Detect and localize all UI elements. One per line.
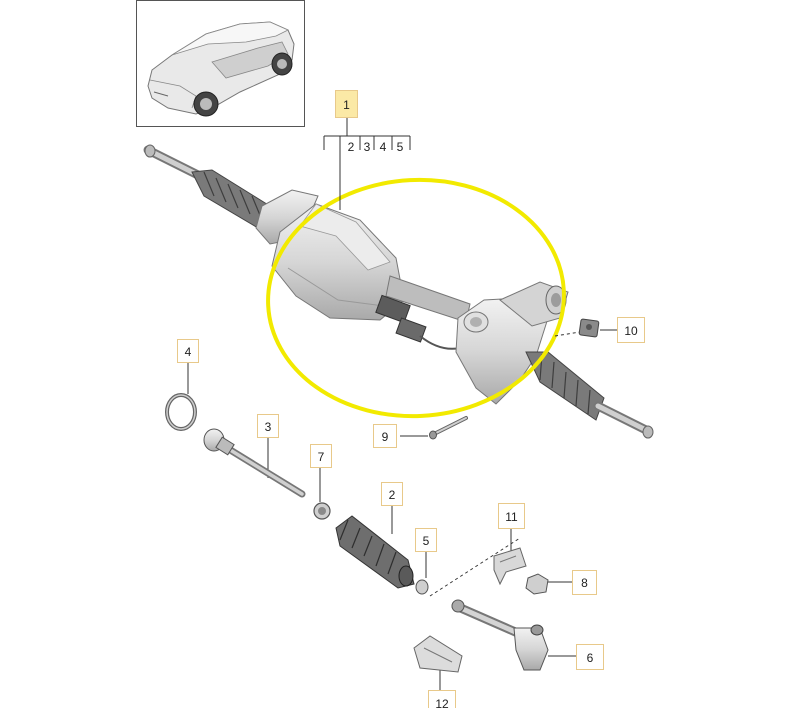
boot-gaiter[interactable] xyxy=(335,515,415,589)
callout-1[interactable]: 1 xyxy=(335,90,358,118)
svg-text:8: 8 xyxy=(581,576,588,590)
car-icon xyxy=(147,21,295,117)
vehicle-thumbnail[interactable] xyxy=(136,0,305,127)
svg-text:5: 5 xyxy=(397,140,404,154)
nut-7[interactable] xyxy=(313,502,331,520)
svg-text:3: 3 xyxy=(265,420,272,434)
svg-text:2: 2 xyxy=(348,140,355,154)
highlight-ellipse xyxy=(266,177,566,419)
svg-text:3: 3 xyxy=(364,140,371,154)
svg-text:4: 4 xyxy=(380,140,387,154)
callout-5[interactable]: 5 xyxy=(415,528,437,552)
nut-8[interactable] xyxy=(525,573,549,595)
callout-11[interactable]: 11 xyxy=(498,503,525,529)
callout-6[interactable]: 6 xyxy=(576,644,604,670)
nut-10[interactable] xyxy=(578,318,600,338)
svg-text:6: 6 xyxy=(587,651,594,665)
callout-12[interactable]: 12 xyxy=(428,690,456,708)
callout-9[interactable]: 9 xyxy=(373,424,397,448)
svg-text:1: 1 xyxy=(343,98,350,112)
svg-text:7: 7 xyxy=(318,450,325,464)
svg-text:2: 2 xyxy=(389,488,396,502)
clamp[interactable] xyxy=(415,579,429,595)
svg-text:4: 4 xyxy=(185,345,192,359)
leader-lines xyxy=(187,118,618,690)
callout-7[interactable]: 7 xyxy=(310,444,332,468)
callout-3[interactable]: 3 xyxy=(257,414,279,438)
bracket[interactable] xyxy=(413,635,463,673)
callout-1-sub: 2 3 4 5 xyxy=(348,140,404,154)
bolt[interactable] xyxy=(429,416,468,440)
tie-rod-end[interactable] xyxy=(451,599,549,671)
callout-2[interactable]: 2 xyxy=(381,482,403,506)
svg-text:12: 12 xyxy=(435,697,449,708)
o-ring[interactable] xyxy=(165,393,197,431)
clip[interactable] xyxy=(493,547,527,586)
tie-rod[interactable] xyxy=(203,428,306,498)
steering-rack[interactable] xyxy=(143,144,654,439)
svg-text:5: 5 xyxy=(423,534,430,548)
callout-4[interactable]: 4 xyxy=(177,339,199,363)
svg-text:11: 11 xyxy=(505,510,518,524)
callout-8[interactable]: 8 xyxy=(572,570,597,595)
callout-10[interactable]: 10 xyxy=(617,317,645,343)
svg-text:9: 9 xyxy=(382,430,389,444)
svg-text:10: 10 xyxy=(624,324,638,338)
